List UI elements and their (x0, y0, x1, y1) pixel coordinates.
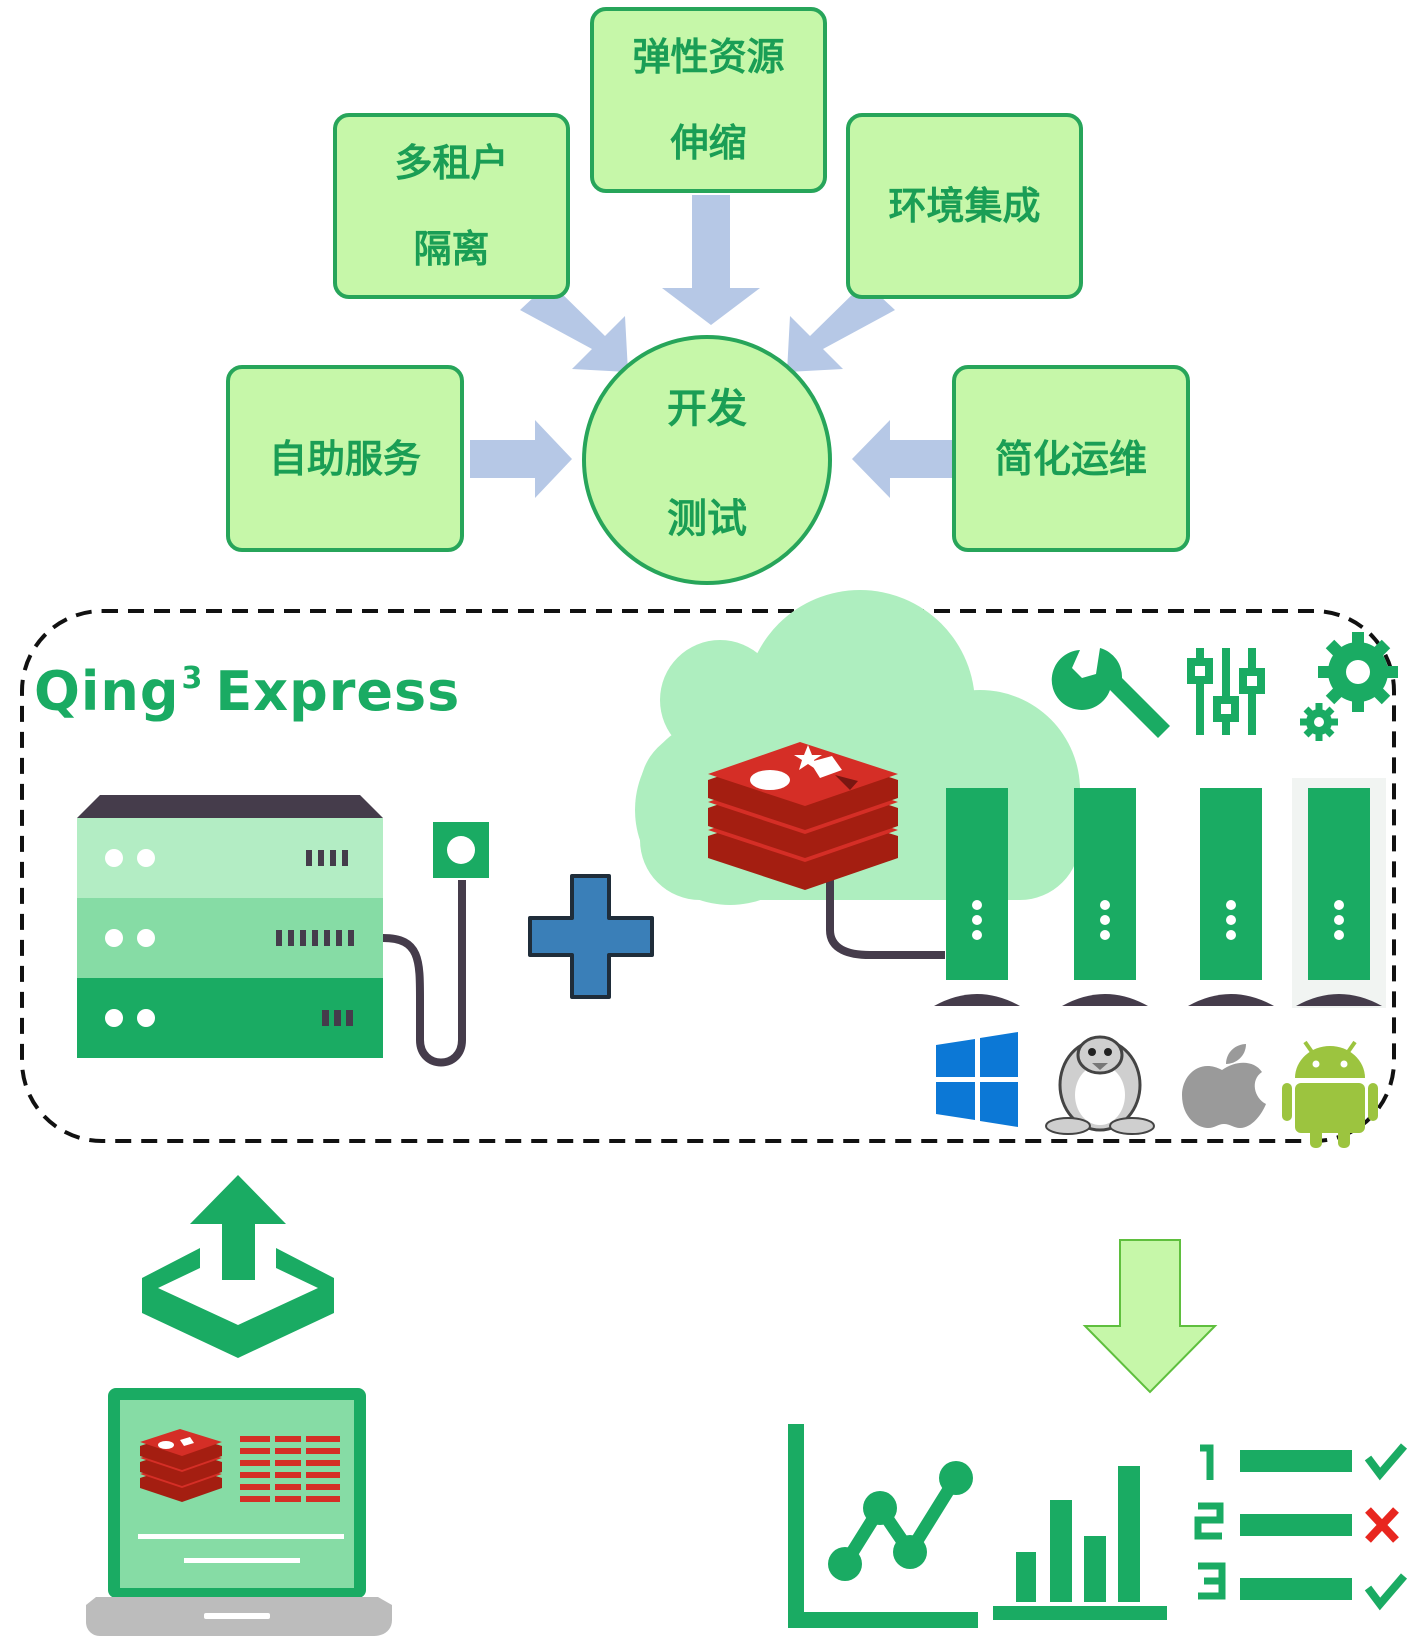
checklist-icon (1194, 1443, 1408, 1611)
arrow-from-elastic (662, 195, 760, 325)
arrow-from-simple-ops (852, 420, 955, 498)
check-mark-1 (1364, 1443, 1408, 1481)
linux-icon (1045, 1035, 1155, 1135)
tower-server-1 (934, 788, 1020, 1006)
arrow-from-multi-tenant (520, 282, 628, 372)
line-chart-icon (788, 1424, 978, 1628)
apple-icon (1182, 1044, 1266, 1128)
arrow-from-self-service (470, 420, 572, 498)
box-multi-tenant-line1: 多租户 (394, 141, 509, 185)
redis-logo (708, 742, 898, 890)
box-elastic-line2: 伸缩 (670, 121, 747, 165)
box-env-line1: 环境集成 (888, 184, 1041, 228)
box-env-integration: 环境集成 (846, 113, 1083, 299)
tower-server-4 (1292, 778, 1386, 1008)
concept-arrows (470, 195, 955, 498)
down-arrow (1082, 1239, 1218, 1394)
box-simple-ops-line1: 简化运维 (994, 436, 1147, 481)
center-dev-test: 开发 测试 (582, 335, 832, 585)
arrow-from-env (787, 282, 895, 372)
tower-servers (934, 778, 1386, 1008)
box-multi-tenant-line2: 隔离 (413, 227, 490, 271)
laptop-illustration (86, 1388, 392, 1636)
box-elastic-scaling: 弹性资源 伸缩 (590, 7, 827, 193)
platform-container (20, 609, 1396, 1143)
center-line2: 测试 (667, 496, 747, 542)
check-mark-2 (1364, 1573, 1408, 1611)
upload-icon (142, 1175, 334, 1358)
box-elastic-line1: 弹性资源 (632, 35, 785, 79)
center-line1: 开发 (667, 386, 747, 432)
platform-name: Qing (34, 660, 180, 723)
bar-chart-icon (993, 1466, 1167, 1620)
gears-icon (1300, 632, 1398, 741)
wrench-icon (1051, 648, 1170, 738)
tower-server-2 (1062, 788, 1148, 1006)
box-self-service: 自助服务 (226, 365, 464, 552)
platform-name-suffix: Express (215, 660, 461, 723)
sliders-icon (1187, 648, 1265, 735)
box-simple-ops: 简化运维 (952, 365, 1190, 552)
tower-server-3 (1188, 788, 1274, 1006)
platform-title: Qing3 Express (34, 660, 460, 723)
server-stack-illustration (77, 795, 489, 1067)
box-multi-tenant: 多租户 隔离 (333, 113, 570, 299)
android-icon (1282, 1040, 1378, 1148)
plus-icon (528, 874, 654, 999)
platform-superscript: 3 (181, 661, 204, 696)
cloud-cable (826, 880, 945, 959)
box-self-service-line1: 自助服务 (268, 436, 421, 481)
windows-icon (936, 1032, 1018, 1127)
cross-mark (1365, 1507, 1399, 1543)
